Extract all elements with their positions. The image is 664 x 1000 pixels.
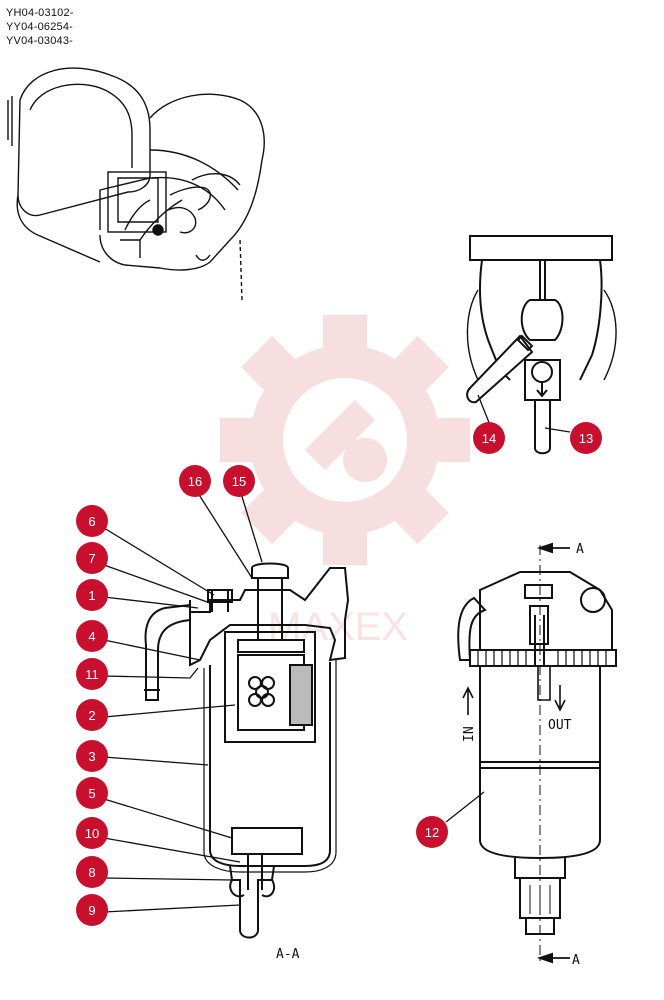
svg-text:11: 11 [85,667,99,682]
flow-label-in: IN [462,726,477,742]
callout-12: 12 [416,816,448,848]
callout-2: 2 [76,699,108,731]
watermark-logo: MAXEX [220,315,470,649]
section-mark-a-bottom: A [572,953,580,968]
svg-text:5: 5 [88,786,95,801]
callout-9: 9 [76,894,108,926]
svg-text:7: 7 [88,551,95,566]
valve-detail-view [466,235,617,455]
model-code-2: YY04-06254- [6,21,74,33]
svg-text:9: 9 [88,903,95,918]
callout-4: 4 [76,620,108,652]
callout-10: 10 [76,817,108,849]
callout-8: 8 [76,856,108,888]
svg-text:16: 16 [188,474,202,489]
callout-markers: 6 7 1 4 11 2 3 5 10 8 9 16 15 12 14 13 [76,422,602,926]
svg-text:2: 2 [88,708,95,723]
section-aa-view [144,562,350,939]
flow-label-out: OUT [548,718,572,733]
callout-5: 5 [76,777,108,809]
watermark-text: MAXEX [268,605,408,649]
section-title-aa: A-A [276,947,300,962]
callout-1: 1 [76,579,108,611]
model-code-3: YV04-03043- [6,35,74,47]
svg-text:12: 12 [425,825,439,840]
tractor-location-view [7,67,265,301]
model-code-1: YH04-03102- [6,7,74,19]
callout-3: 3 [76,740,108,772]
svg-text:13: 13 [579,431,593,446]
callout-11: 11 [76,658,108,690]
side-view [457,542,617,965]
svg-text:1: 1 [88,588,95,603]
svg-text:15: 15 [232,474,246,489]
svg-text:8: 8 [88,865,95,880]
callout-13: 13 [570,422,602,454]
callout-15: 15 [223,465,255,497]
leader-lines [103,394,571,913]
callout-7: 7 [76,542,108,574]
svg-text:10: 10 [85,826,99,841]
callout-14: 14 [473,422,505,454]
callout-6: 6 [76,505,108,537]
svg-text:4: 4 [88,629,95,644]
svg-text:6: 6 [88,514,95,529]
section-mark-a-top: A [576,542,584,557]
svg-text:14: 14 [482,431,496,446]
svg-text:3: 3 [88,749,95,764]
callout-16: 16 [179,465,211,497]
